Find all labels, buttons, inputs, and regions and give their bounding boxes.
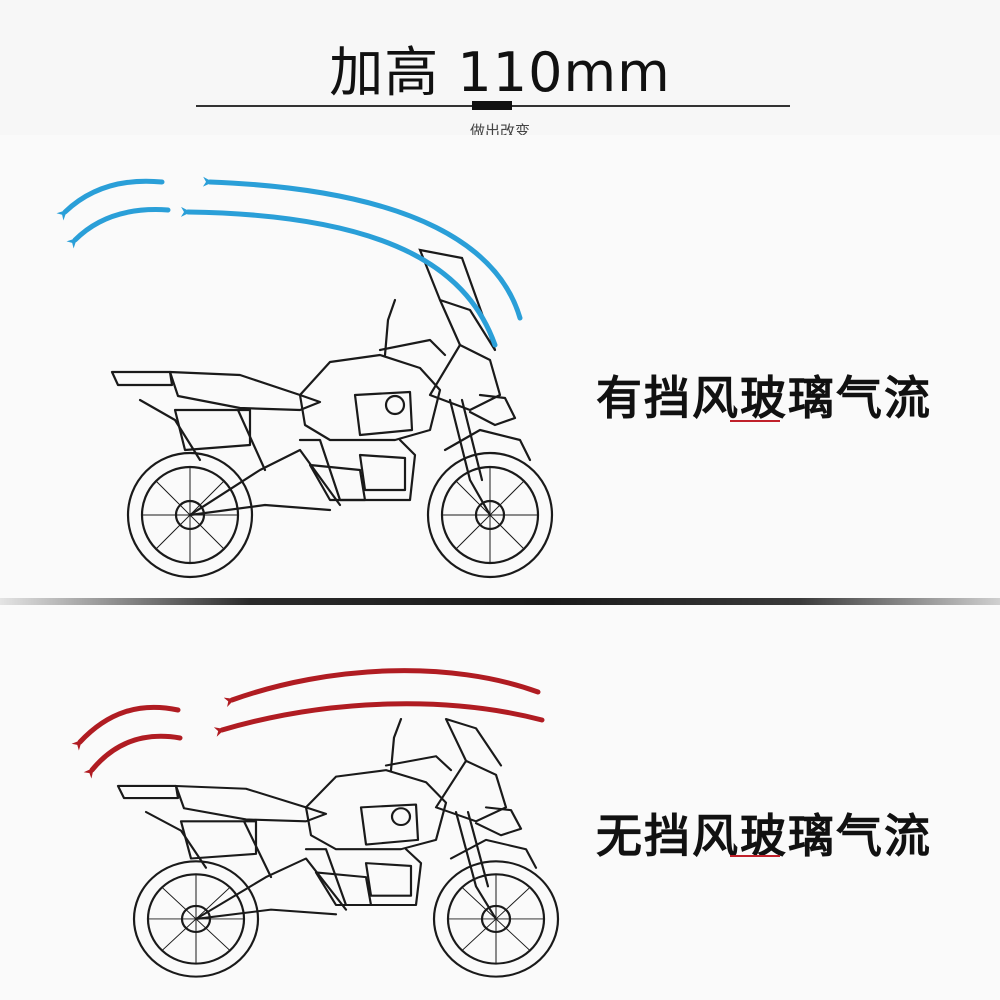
airflow-arrow-icon [71,704,181,751]
label-underline [730,420,780,422]
page-title: 加高 110mm [329,41,671,104]
motorcycle-with-windshield-icon [110,298,554,579]
title-divider-mark [472,101,512,110]
header-band [0,0,1000,135]
panel-without-windshield [0,605,1000,1000]
panel-divider [0,598,1000,605]
airflow-arrow-icon [213,701,545,737]
label-without-windshield-airflow: 无挡风玻璃气流 [596,809,932,863]
airflow-arrows-red [71,668,545,779]
motorcycle-without-windshield-icon [116,717,560,978]
airflow-arrows-blue [56,176,523,348]
airflow-arrow-icon [202,176,523,321]
airflow-arrow-icon [223,668,541,708]
airflow-arrow-icon [66,207,171,249]
windshield-raised-icon [418,248,497,351]
label-with-windshield-airflow: 有挡风玻璃气流 [596,371,932,425]
airflow-arrow-icon [56,178,165,221]
airflow-arrow-icon [180,206,498,348]
label-underline [730,855,780,857]
airflow-arrow-icon [83,733,183,779]
